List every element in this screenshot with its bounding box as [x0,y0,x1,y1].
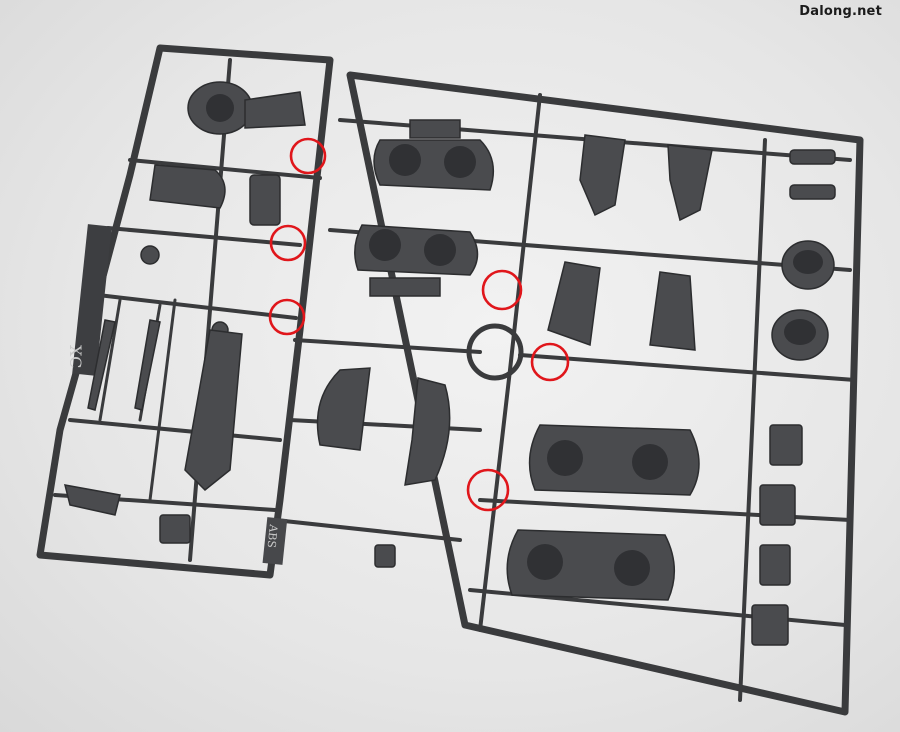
letter-tab-text: XC [66,345,85,368]
watermark-text: Dalong.net [799,4,882,19]
highlight-circle [466,468,510,512]
right-parts [316,119,836,646]
highlight-circle [481,269,523,311]
letter-tab: XC [66,224,112,376]
highlight-circle [289,137,327,175]
material-tab-text: ABS [265,523,280,549]
highlight-circle [530,342,570,382]
highlight-circles [268,137,570,512]
left-parts [63,81,306,544]
highlight-circle [269,224,307,262]
material-tab: ABS [262,517,288,565]
center-ring [466,323,524,381]
highlight-circle [268,298,306,336]
